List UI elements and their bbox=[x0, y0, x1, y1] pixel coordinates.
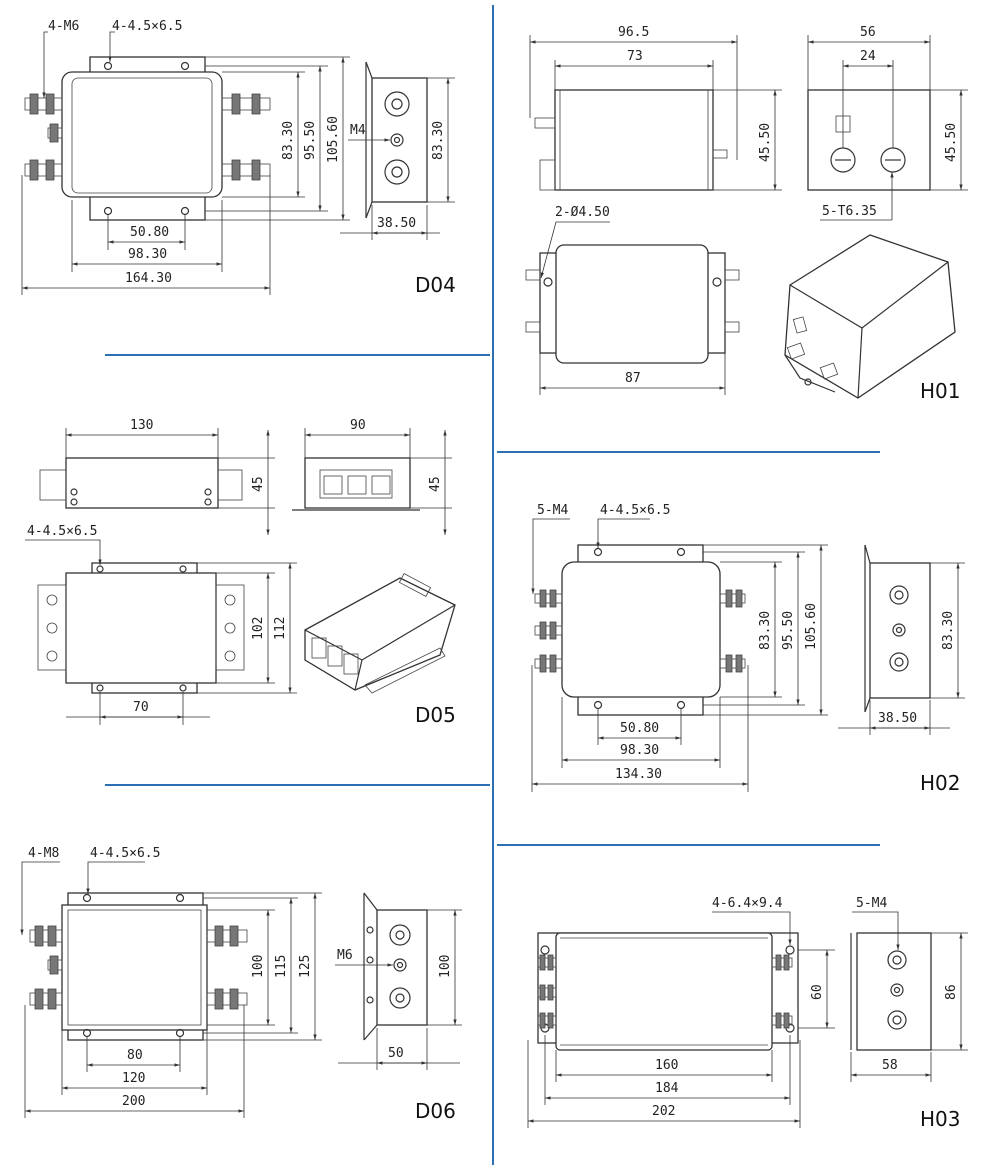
h01-dim-base: 87 bbox=[625, 371, 641, 386]
h01-side-dim-w1: 56 bbox=[860, 25, 876, 40]
h02-dim-h3: 105.60 bbox=[804, 603, 819, 650]
h02-model-label: H02 bbox=[920, 771, 961, 795]
h01-dim-h: 45.50 bbox=[758, 123, 773, 162]
model-h02: 5-M4 4-4.5×6.5 83.30 95.50 105.60 50.80 … bbox=[531, 503, 965, 795]
h03-dim-w1: 160 bbox=[655, 1058, 678, 1073]
d04-side-dim-h: 83.30 bbox=[431, 121, 446, 160]
h03-side-dim-w: 58 bbox=[882, 1058, 898, 1073]
h01-side-dim-w2: 24 bbox=[860, 49, 876, 64]
d06-dim-h2: 115 bbox=[274, 955, 289, 978]
d05-dim-top-w: 130 bbox=[130, 418, 153, 433]
model-d04: 4-M6 4-4.5×6.5 50.80 98.30 164.30 83.30 … bbox=[21, 19, 456, 297]
model-h03: 4-6.4×9.4 60 160 184 202 5-M4 86 58 H03 bbox=[527, 896, 968, 1131]
d05-dim-w: 70 bbox=[133, 700, 149, 715]
h03-screw-note: 5-M4 bbox=[856, 896, 887, 911]
h02-dim-h2: 95.50 bbox=[781, 611, 796, 650]
d04-dim-w2: 98.30 bbox=[128, 247, 167, 262]
d05-isometric-view bbox=[304, 573, 456, 694]
model-d06: 4-M8 4-4.5×6.5 100 115 125 80 120 200 M6… bbox=[20, 846, 462, 1123]
h02-dim-w3: 134.30 bbox=[615, 767, 662, 782]
d05-dim-h2: 112 bbox=[273, 617, 288, 640]
h01-dim-w2: 73 bbox=[627, 49, 643, 64]
h02-dim-w1: 50.80 bbox=[620, 721, 659, 736]
d06-side-dim-h: 100 bbox=[438, 955, 453, 978]
h03-dim-w3: 202 bbox=[652, 1104, 675, 1119]
h01-terminal-note: 5-T6.35 bbox=[822, 204, 877, 219]
d05-dim-end-w: 90 bbox=[350, 418, 366, 433]
h03-dim-w2: 184 bbox=[655, 1081, 679, 1096]
d05-end-view bbox=[304, 457, 411, 509]
model-d05: 130 45 90 45 4-4.5×6.5 102 112 bbox=[25, 418, 456, 727]
d06-dim-w1: 80 bbox=[127, 1048, 143, 1063]
h01-side-dim-h: 45.50 bbox=[944, 123, 959, 162]
h02-side-dim-w: 38.50 bbox=[878, 711, 917, 726]
d04-side-screw-note: M4 bbox=[350, 123, 366, 138]
d06-body bbox=[61, 904, 208, 1031]
d04-body bbox=[61, 71, 223, 198]
h02-body bbox=[561, 561, 721, 698]
h01-dim-w1: 96.5 bbox=[618, 25, 649, 40]
d06-model-label: D06 bbox=[415, 1099, 456, 1123]
d04-dim-w1: 50.80 bbox=[130, 225, 169, 240]
d06-dim-h1: 100 bbox=[251, 955, 266, 978]
h03-slot-note: 4-6.4×9.4 bbox=[712, 896, 783, 911]
d06-side-view bbox=[376, 909, 428, 1026]
h01-front-view bbox=[554, 89, 714, 191]
d04-dim-h1: 83.30 bbox=[281, 121, 296, 160]
h03-side-dim-h: 86 bbox=[944, 984, 959, 1000]
d06-side-screw-note: M6 bbox=[337, 948, 353, 963]
h02-screw-note: 5-M4 bbox=[537, 503, 568, 518]
d05-dim-h1: 102 bbox=[251, 617, 266, 640]
h01-end-view bbox=[807, 89, 931, 191]
d06-screw-note: 4-M8 bbox=[28, 846, 59, 861]
h01-plan-body bbox=[555, 244, 709, 364]
h02-slot-note: 4-4.5×6.5 bbox=[600, 503, 670, 518]
d05-model-label: D05 bbox=[415, 703, 456, 727]
h01-isometric-view bbox=[784, 234, 956, 399]
d04-model-label: D04 bbox=[415, 273, 456, 297]
h03-body bbox=[555, 932, 773, 1051]
h02-side-dim-h: 83.30 bbox=[941, 611, 956, 650]
d04-dim-h2: 95.50 bbox=[303, 121, 318, 160]
d06-slot-note: 4-4.5×6.5 bbox=[90, 846, 160, 861]
model-h01: 96.5 73 45.50 56 24 45.50 5-T6.35 2-Ø4.5… bbox=[525, 25, 968, 403]
h02-dim-w2: 98.30 bbox=[620, 743, 659, 758]
h03-dim-h: 60 bbox=[810, 984, 825, 1000]
d05-plan-body bbox=[65, 572, 217, 684]
d05-slot-note: 4-4.5×6.5 bbox=[27, 524, 97, 539]
h03-model-label: H03 bbox=[920, 1107, 961, 1131]
d04-slot-note: 4-4.5×6.5 bbox=[112, 19, 182, 34]
d04-side-dim-w: 38.50 bbox=[377, 216, 416, 231]
d05-dim-end-h: 45 bbox=[428, 476, 443, 492]
h02-side-view bbox=[869, 562, 931, 699]
h03-side-view bbox=[856, 932, 932, 1051]
h01-hole-note: 2-Ø4.50 bbox=[555, 205, 610, 220]
d04-screw-note: 4-M6 bbox=[48, 19, 79, 34]
d05-top-view bbox=[65, 457, 219, 509]
d05-dim-top-h: 45 bbox=[251, 476, 266, 492]
d06-dim-w2: 120 bbox=[122, 1071, 145, 1086]
d06-dim-h3: 125 bbox=[298, 955, 313, 978]
d04-dim-w3: 164.30 bbox=[125, 271, 172, 286]
d04-dim-h3: 105.60 bbox=[326, 116, 341, 163]
d06-dim-w3: 200 bbox=[122, 1094, 145, 1109]
h01-model-label: H01 bbox=[920, 379, 961, 403]
h02-dim-h1: 83.30 bbox=[758, 611, 773, 650]
d06-side-dim-w: 50 bbox=[388, 1046, 404, 1061]
